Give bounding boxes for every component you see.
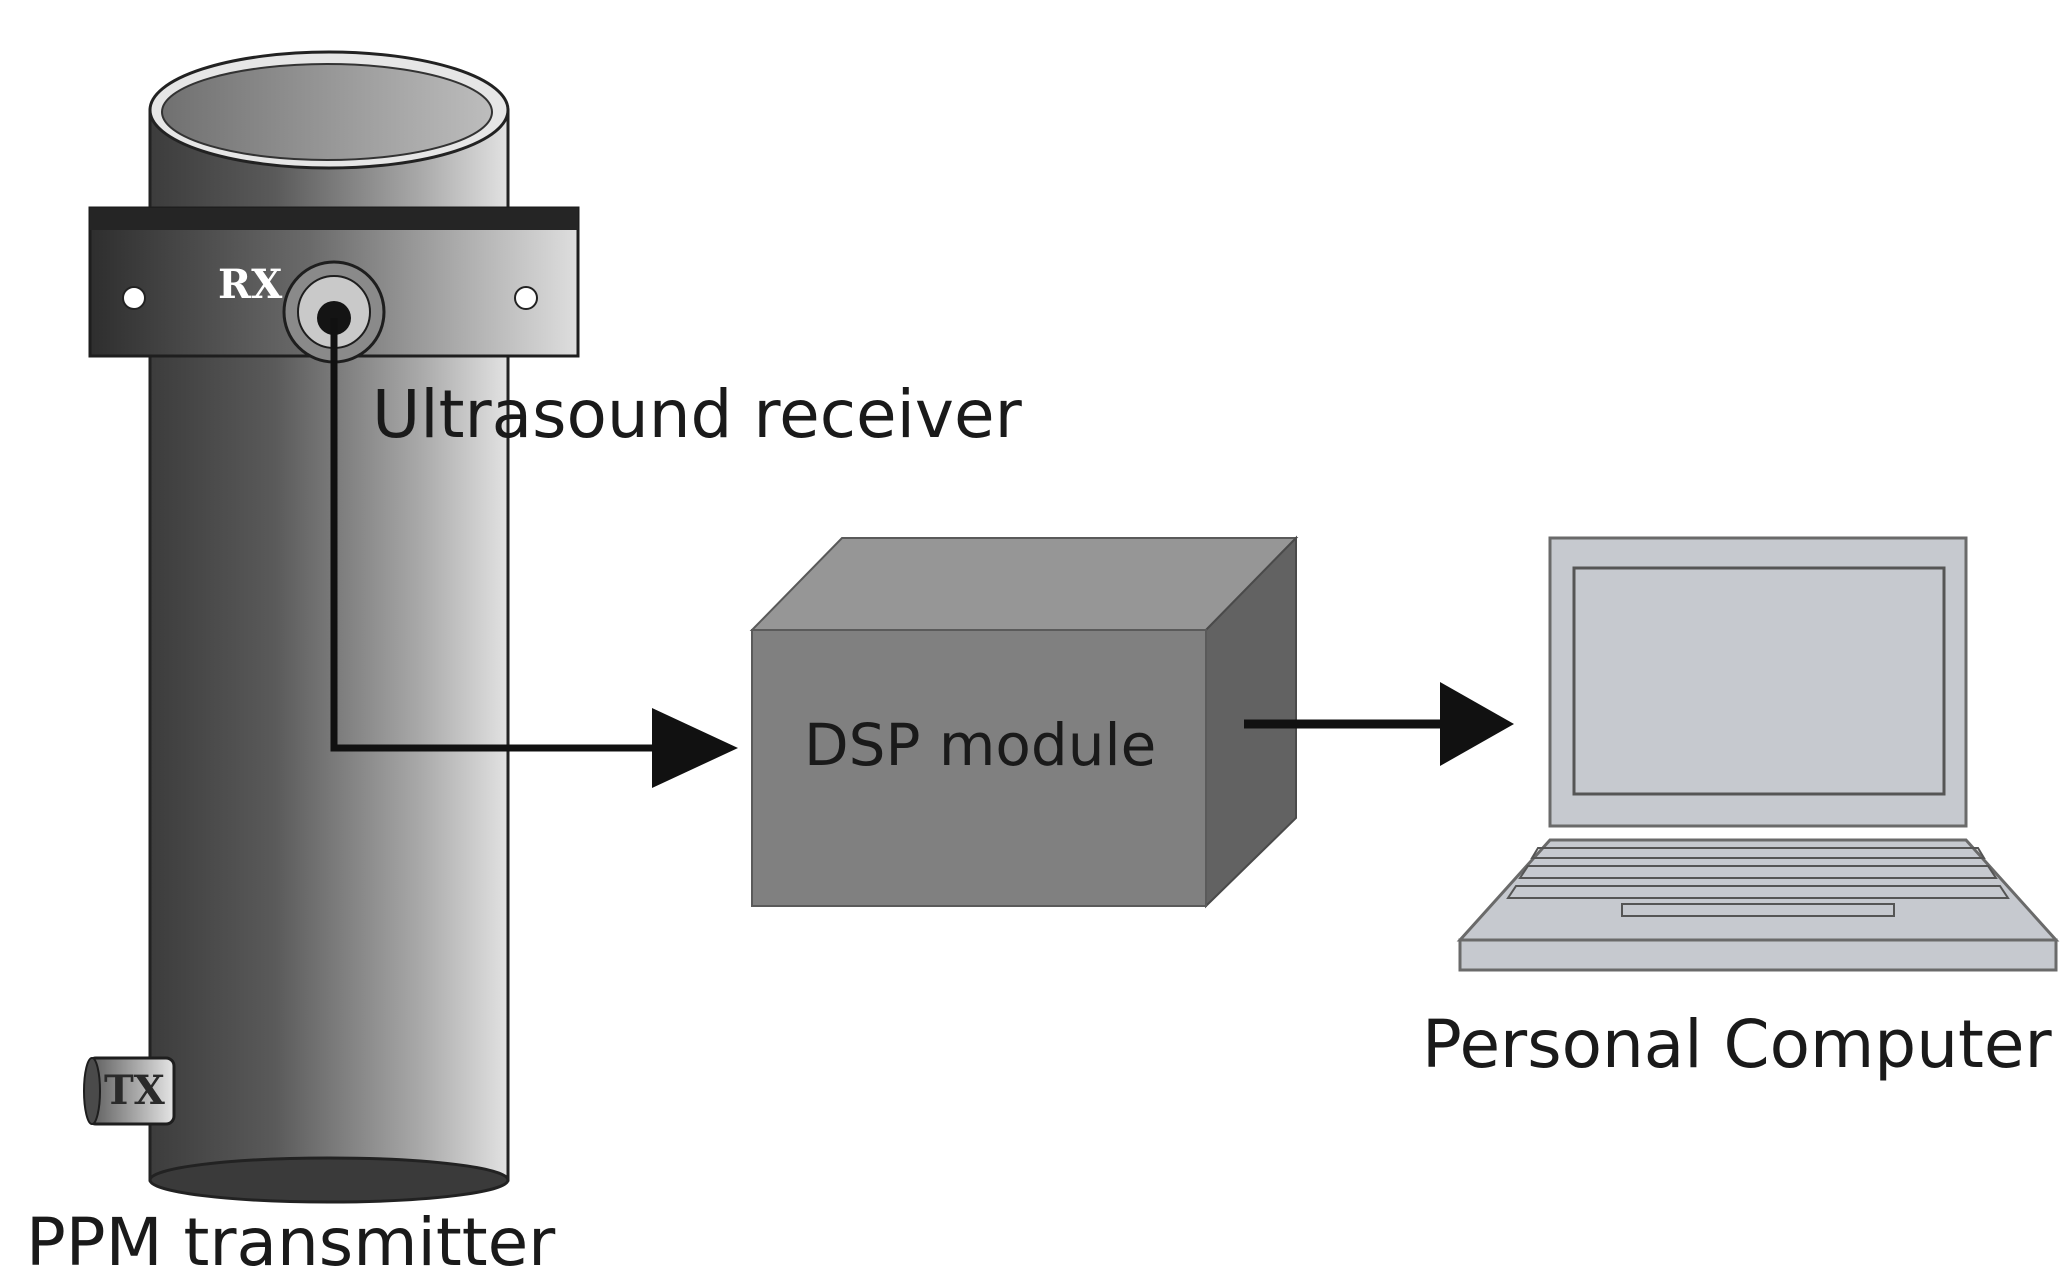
laptop-key-row-2 — [1518, 865, 1998, 879]
dsp-box-top — [749, 537, 1299, 631]
clamp-hole-left — [122, 286, 146, 310]
pipe-bottom — [148, 1156, 510, 1204]
arrowhead-to-dsp — [652, 708, 738, 788]
clamp-hole-right — [514, 286, 538, 310]
tx-tag: TX — [104, 1067, 165, 1114]
dsp-module-label: DSP module — [804, 711, 1157, 779]
clamp-top-edge — [90, 208, 578, 230]
pipe-opening — [161, 63, 493, 161]
personal-computer-label: Personal Computer — [1422, 1006, 2052, 1083]
laptop-base — [1458, 938, 2058, 972]
receiver-clamp: RX — [88, 206, 580, 364]
laptop-icon — [1456, 536, 2060, 972]
cable-line — [330, 318, 656, 752]
laptop-keyboard-deck — [1456, 838, 2060, 942]
laptop-key-row-1 — [1530, 847, 1986, 859]
ppm-transmitter-label: PPM transmitter — [26, 1204, 556, 1281]
arrow-dsp-to-pc — [1244, 682, 1514, 766]
tx-face — [83, 1057, 101, 1125]
ultrasound-receiver-label: Ultrasound receiver — [372, 376, 1022, 453]
dsp-module-box — [749, 535, 1299, 909]
dsp-box-front — [751, 629, 1207, 907]
rx-tag: RX — [218, 261, 282, 308]
tx-transducer: TX — [83, 1056, 176, 1126]
laptop-key-row-3 — [1506, 885, 2010, 899]
cable-arrow-rx-to-dsp — [330, 318, 738, 788]
arrowhead-to-pc — [1440, 682, 1514, 766]
laptop-screen — [1572, 566, 1946, 796]
laptop-spacebar — [1621, 903, 1895, 917]
